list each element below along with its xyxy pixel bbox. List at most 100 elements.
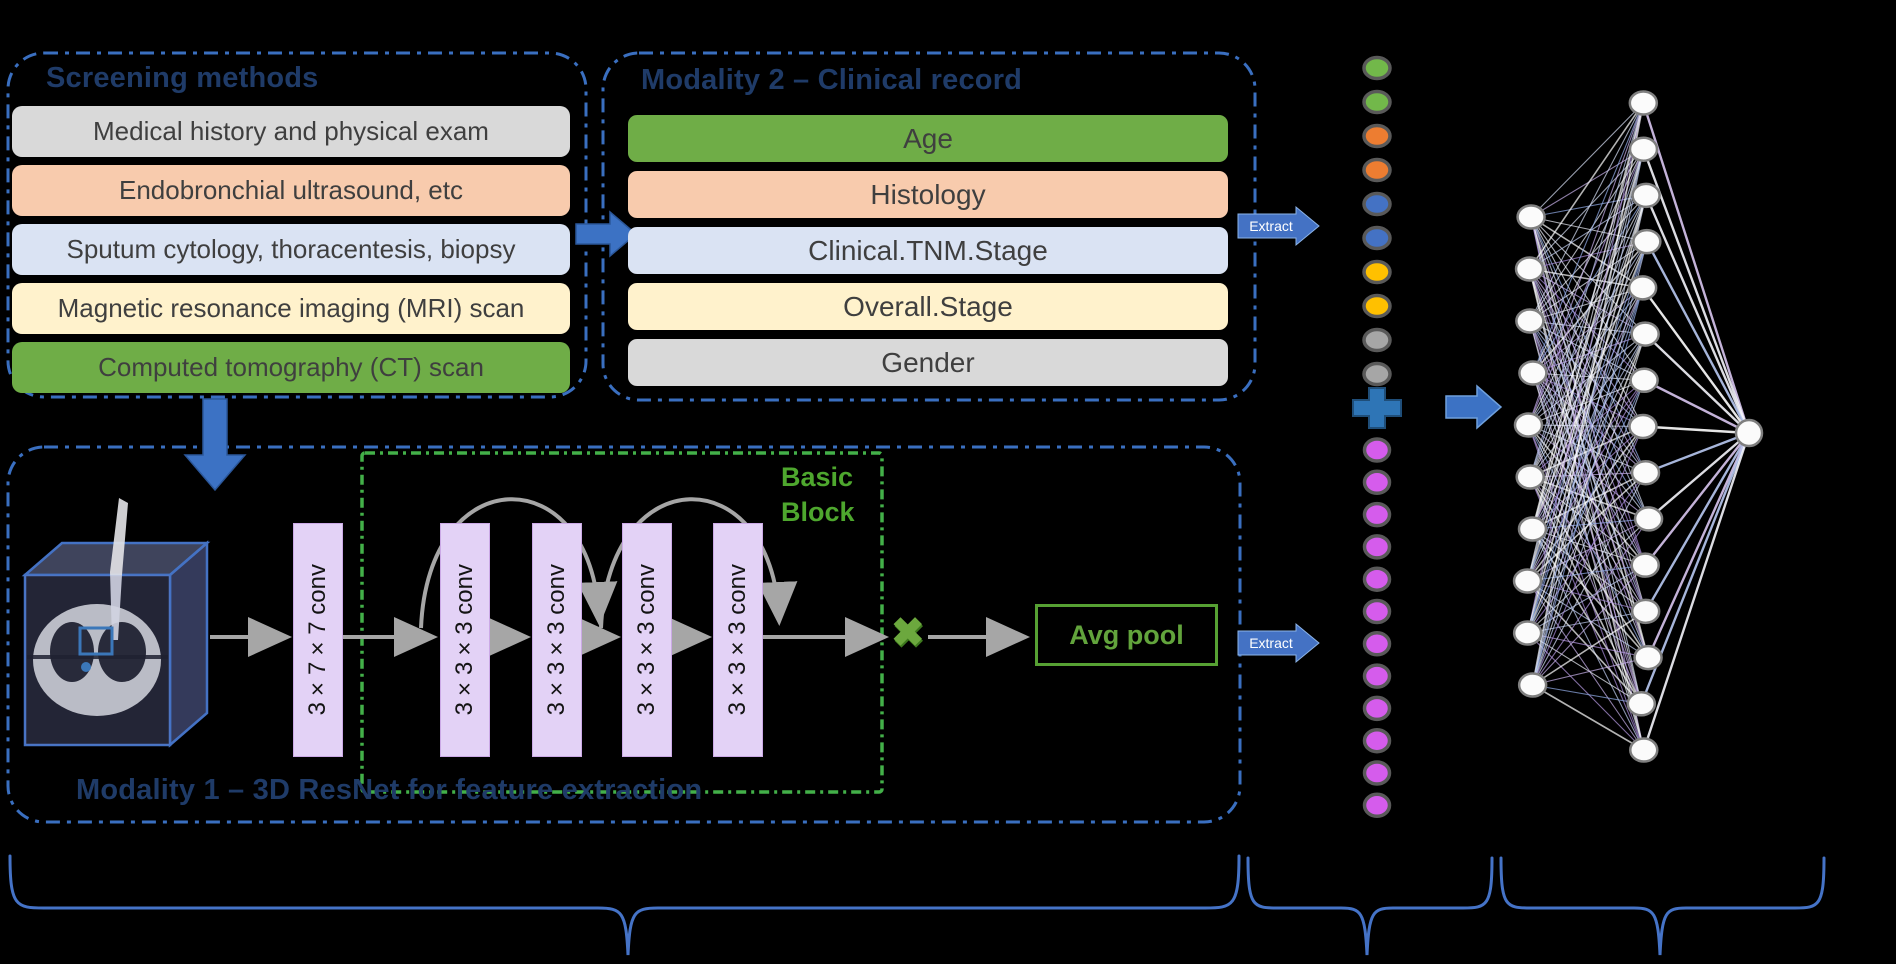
feature-dot — [1362, 469, 1392, 496]
clinical-field-tnm-stage-label: Clinical.TNM.Stage — [808, 234, 1048, 266]
modality2-box-title: Modality 2 – Clinical record — [641, 64, 1023, 96]
nn-edge — [1532, 195, 1647, 374]
nn-input-node — [1514, 256, 1545, 282]
extract-arrow-top-label: Extract — [1249, 218, 1293, 234]
clinical-field-overall-stage: Overall.Stage — [628, 283, 1228, 330]
feature-dot — [1362, 191, 1392, 217]
nn-output-edge — [1642, 148, 1751, 434]
nn-edge — [1532, 426, 1644, 686]
nn-edge — [1529, 320, 1644, 427]
conv-block-3: 3×3×3 conv — [622, 523, 672, 757]
nn-edge — [1527, 580, 1649, 659]
basic-block-outline — [360, 451, 884, 794]
nn-edge — [1529, 241, 1647, 270]
feature-dot — [1362, 501, 1392, 528]
feature-dot — [1362, 695, 1392, 722]
nn-edge — [1531, 195, 1647, 530]
nn-edge — [1530, 148, 1644, 218]
nn-output-edge — [1645, 241, 1751, 434]
nn-hidden-node — [1630, 598, 1661, 625]
screening-item-2: Sputum cytology, thoracentesis, biopsy — [12, 224, 570, 275]
nn-edge — [1527, 149, 1644, 426]
nn-edge — [1530, 216, 1645, 381]
extract-arrow-bottom: Extract — [1237, 622, 1320, 664]
nn-edge — [1526, 195, 1647, 634]
nn-input-node — [1516, 204, 1546, 230]
feature-dot — [1362, 123, 1392, 149]
nn-edge — [1532, 241, 1648, 686]
nn-edge — [1527, 632, 1642, 705]
conv-block-1: 3×3×3 conv — [440, 523, 490, 757]
nn-edge — [1528, 424, 1647, 612]
nn-hidden-node — [1628, 136, 1659, 162]
resnet-flow-arrows — [210, 497, 1030, 657]
nn-input-node — [1517, 516, 1548, 542]
nn-output-edge — [1642, 425, 1750, 435]
nn-edge — [1529, 476, 1645, 751]
nn-edge — [1528, 287, 1644, 426]
nn-edge — [1532, 610, 1647, 686]
nn-output-edge — [1645, 431, 1750, 474]
nn-hidden-node — [1629, 367, 1659, 394]
plus-icon — [1352, 387, 1402, 429]
feature-dot — [1362, 259, 1392, 285]
screening-item-0: Medical history and physical exam — [12, 106, 570, 157]
nn-output-edge — [1644, 194, 1751, 434]
avg-pool-box: Avg pool — [1035, 604, 1218, 666]
nn-hidden-node — [1631, 182, 1661, 209]
basic-block-label: Basic Block — [781, 462, 855, 528]
nn-output-edge — [1644, 432, 1751, 612]
clinical-field-histology-label: Histology — [870, 178, 986, 210]
nn-edge — [1529, 320, 1645, 381]
clinical-field-gender: Gender — [628, 339, 1228, 386]
screening-item-1-label: Endobronchial ultrasound, etc — [118, 175, 463, 205]
feature-dot — [1362, 598, 1392, 625]
feature-dot — [1362, 327, 1392, 353]
multiply-icon: ✖ — [891, 611, 925, 655]
nn-output-edge — [1646, 432, 1751, 659]
nn-edge — [1527, 102, 1644, 582]
nn-edge — [1529, 102, 1644, 322]
nn-edge — [1532, 372, 1649, 658]
screening-item-4: Computed tomography (CT) scan — [12, 342, 570, 393]
brace-classification — [1499, 856, 1826, 956]
arrow-screening-to-modality2 — [575, 210, 638, 258]
nn-input-node — [1515, 308, 1545, 334]
nn-hidden-node — [1628, 413, 1658, 440]
nn-hidden-node — [1633, 644, 1663, 671]
skip-connection-arc-1 — [419, 497, 618, 629]
clinical-field-overall-stage-label: Overall.Stage — [843, 290, 1013, 322]
nn-edge — [1529, 320, 1642, 704]
nn-edge — [1527, 424, 1649, 658]
feature-dot — [1362, 293, 1392, 319]
avg-pool-label: Avg pool — [1069, 619, 1184, 650]
nn-output-edge — [1647, 432, 1750, 520]
feature-dot — [1362, 89, 1392, 115]
nn-output-edge — [1644, 333, 1750, 434]
nn-edge — [1527, 102, 1644, 634]
conv-block-3-label: 3×3×3 conv — [633, 564, 660, 716]
nn-edge — [1529, 268, 1647, 612]
clinical-field-histology: Histology — [628, 171, 1228, 218]
nn-edge — [1529, 268, 1650, 520]
arrow-screening-to-modality1 — [183, 398, 247, 492]
nn-edge — [1530, 216, 1647, 473]
conv-block-1-label: 3×3×3 conv — [451, 564, 478, 716]
nn-edge — [1527, 426, 1644, 634]
feature-dot — [1362, 663, 1392, 689]
nn-edge — [1527, 241, 1648, 634]
screening-item-1: Endobronchial ultrasound, etc — [12, 165, 570, 216]
brace-feature-concatenation — [1246, 856, 1494, 956]
nn-edge — [1527, 564, 1646, 582]
nn-edge — [1531, 102, 1645, 686]
nn-input-node — [1513, 412, 1544, 438]
nn-edge — [1527, 424, 1646, 566]
nn-edge — [1528, 102, 1644, 270]
feature-dot — [1362, 534, 1392, 560]
nn-edge — [1527, 149, 1645, 582]
screening-item-2-label: Sputum cytology, thoracentesis, biopsy — [66, 234, 516, 264]
nn-edge — [1529, 320, 1646, 335]
nn-output-edge — [1642, 432, 1751, 751]
feature-dot — [1362, 727, 1392, 754]
